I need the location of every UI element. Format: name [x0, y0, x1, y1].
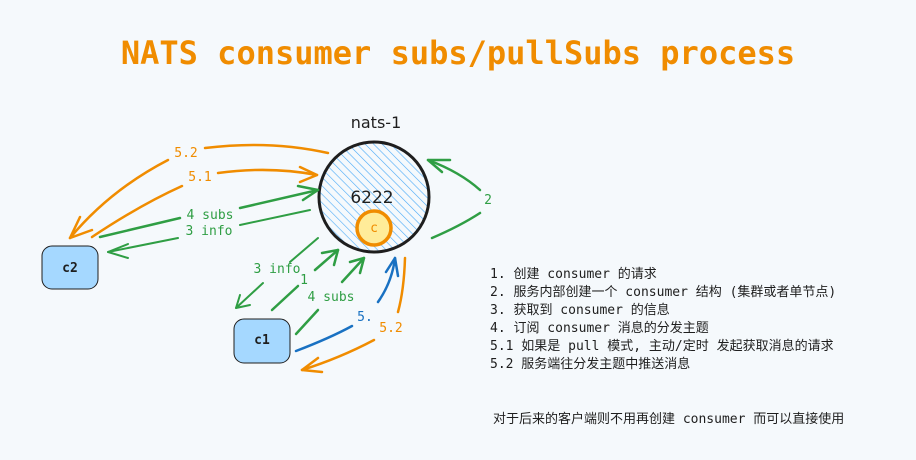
arrow-c1-5-2	[396, 256, 407, 314]
label-self-2: 2	[484, 193, 492, 208]
reuse-note: 对于后来的客户端则不用再创建 consumer 而可以直接使用	[493, 412, 845, 427]
label-c2-5-2: 5.2	[174, 146, 197, 161]
server-node[interactable]: nats-1 6222 c	[317, 113, 431, 254]
client-c2-label: c2	[62, 261, 78, 276]
arrow-c2-3	[239, 209, 311, 226]
arrow-c2-5-1-b	[216, 168, 319, 177]
label-c2-3: 3 info	[186, 224, 233, 239]
arrow-c1-4	[294, 308, 320, 336]
consumer-node[interactable]: c	[355, 209, 393, 247]
client-c1-label: c1	[254, 333, 270, 348]
arrow-c1-1-head	[320, 248, 340, 267]
legend-item: 5.1 如果是 pull 模式, 主动/定时 发起获取消息的请求	[490, 339, 834, 354]
arrow-c1-4-head	[348, 256, 366, 275]
arrow-c2-3-b	[107, 237, 179, 253]
client-c2[interactable]: c2	[41, 245, 99, 290]
arrow-c2-5-1-head	[298, 165, 319, 184]
legend-item: 3. 获取到 consumer 的信息	[490, 303, 670, 318]
arrow-c1-1	[270, 284, 300, 312]
label-c1-1: 1	[300, 273, 308, 288]
client-c1[interactable]: c1	[233, 318, 291, 364]
client-c2-box	[41, 245, 99, 290]
arrow-c2-4	[98, 216, 182, 239]
arrow-c1-5-1-head	[384, 256, 400, 278]
arrow-self-2-b	[430, 211, 482, 240]
arrow-c1-3-head	[235, 294, 251, 309]
step-legend: 1. 创建 consumer 的请求 2. 服务内部创建一个 consumer …	[490, 266, 836, 374]
arrow-c2-5-2-tail	[68, 158, 170, 240]
client-c1-box	[233, 318, 291, 364]
arrow-c1-3-b	[235, 282, 264, 309]
arrow-c2-5-2	[203, 143, 330, 155]
label-c1-4: 4 subs	[308, 290, 355, 305]
arrow-self-2-a	[426, 158, 482, 192]
arrow-c2-4-head	[296, 184, 320, 202]
legend-item: 2. 服务内部创建一个 consumer 结构 (集群或者单节点)	[490, 285, 837, 300]
arrow-c1-5-2-b	[300, 338, 376, 372]
label-c2-4: 4 subs	[187, 208, 234, 223]
consumer-circle	[355, 209, 393, 247]
arrow-c2-5-1	[90, 184, 184, 239]
label-c1-5-1: 5.	[357, 310, 373, 325]
server-circle	[317, 140, 431, 254]
arrow-c1-5-2-head	[300, 356, 324, 374]
server-name: nats-1	[351, 113, 402, 132]
arrow-c1-1-b	[313, 248, 340, 272]
label-c1-5-2: 5.2	[379, 321, 402, 336]
arrow-self-2-head	[426, 158, 452, 174]
arrow-c2-5-2-head	[68, 215, 94, 240]
consumer-label: c	[370, 221, 378, 236]
arrow-c1-3	[289, 237, 319, 263]
label-c2-5-1: 5.1	[188, 170, 211, 185]
legend-item: 1. 创建 consumer 的请求	[490, 267, 657, 282]
arrow-c2-3-head	[107, 243, 129, 259]
arrow-c1-5-1-b	[376, 256, 397, 304]
arrow-c2-4-b	[238, 188, 320, 210]
server-port: 6222	[350, 188, 393, 208]
arrow-c1-5-1	[294, 324, 354, 353]
label-c1-3: 3 info	[254, 262, 301, 277]
diagram-title: NATS consumer subs/pullSubs process	[120, 34, 796, 72]
legend-item: 4. 订阅 consumer 消息的分发主题	[490, 321, 709, 336]
legend-item: 5.2 服务端往分发主题中推送消息	[490, 357, 691, 372]
arrow-c1-4-b	[340, 256, 366, 284]
